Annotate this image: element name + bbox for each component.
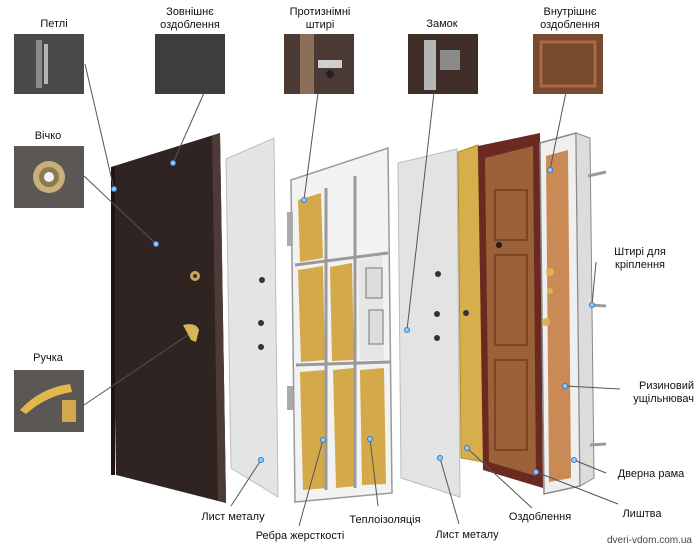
peephole-photo	[14, 146, 84, 208]
metal-sheet-2-label: Лист металу	[435, 529, 499, 541]
metal-sheet-1	[225, 137, 279, 498]
rubber-seal-label: Ризиновий ущільнювач	[633, 380, 694, 405]
inner-door-frame	[539, 132, 595, 495]
anti-removal-pins-label: Протизнімні штирі	[289, 6, 351, 31]
highlight-dots	[111, 160, 595, 475]
inner-finish-photo	[533, 34, 603, 94]
outer-finish-photo	[155, 34, 225, 94]
lock-photo	[408, 34, 478, 94]
leader-lines	[83, 63, 621, 527]
anti-removal-pins-photo	[284, 34, 354, 94]
outer-door-leaf	[111, 133, 226, 503]
handle-label: Ручка	[33, 352, 63, 364]
lock-label: Замок	[426, 18, 458, 30]
thermal-insulation-label: Теплоізоляція	[349, 514, 421, 526]
door-frame-label: Дверна рама	[617, 468, 685, 480]
handle-photo	[14, 370, 84, 432]
mount-pins-label: Штирі для кріплення	[614, 246, 666, 271]
finish-label: Оздоблення	[508, 511, 572, 523]
outer-finish-label: Зовнішнє оздоблення	[160, 6, 220, 31]
source-url: dveri-vdom.com.ua	[606, 535, 692, 546]
hinges-label: Петлі	[40, 18, 68, 30]
trim-label: Лиштва	[622, 508, 662, 520]
metal-sheet-2	[397, 148, 461, 498]
wood-finish-panel	[478, 133, 543, 488]
metal-sheet-1-label: Лист металу	[201, 511, 265, 523]
stiffening-ribs-label: Ребра жерсткості	[255, 530, 345, 542]
hinges-photo	[14, 34, 84, 94]
peephole-label: Вічко	[34, 130, 62, 142]
inner-finish-label: Внутрішнє оздоблення	[540, 6, 600, 31]
stiffening-rib-frame	[287, 146, 393, 503]
